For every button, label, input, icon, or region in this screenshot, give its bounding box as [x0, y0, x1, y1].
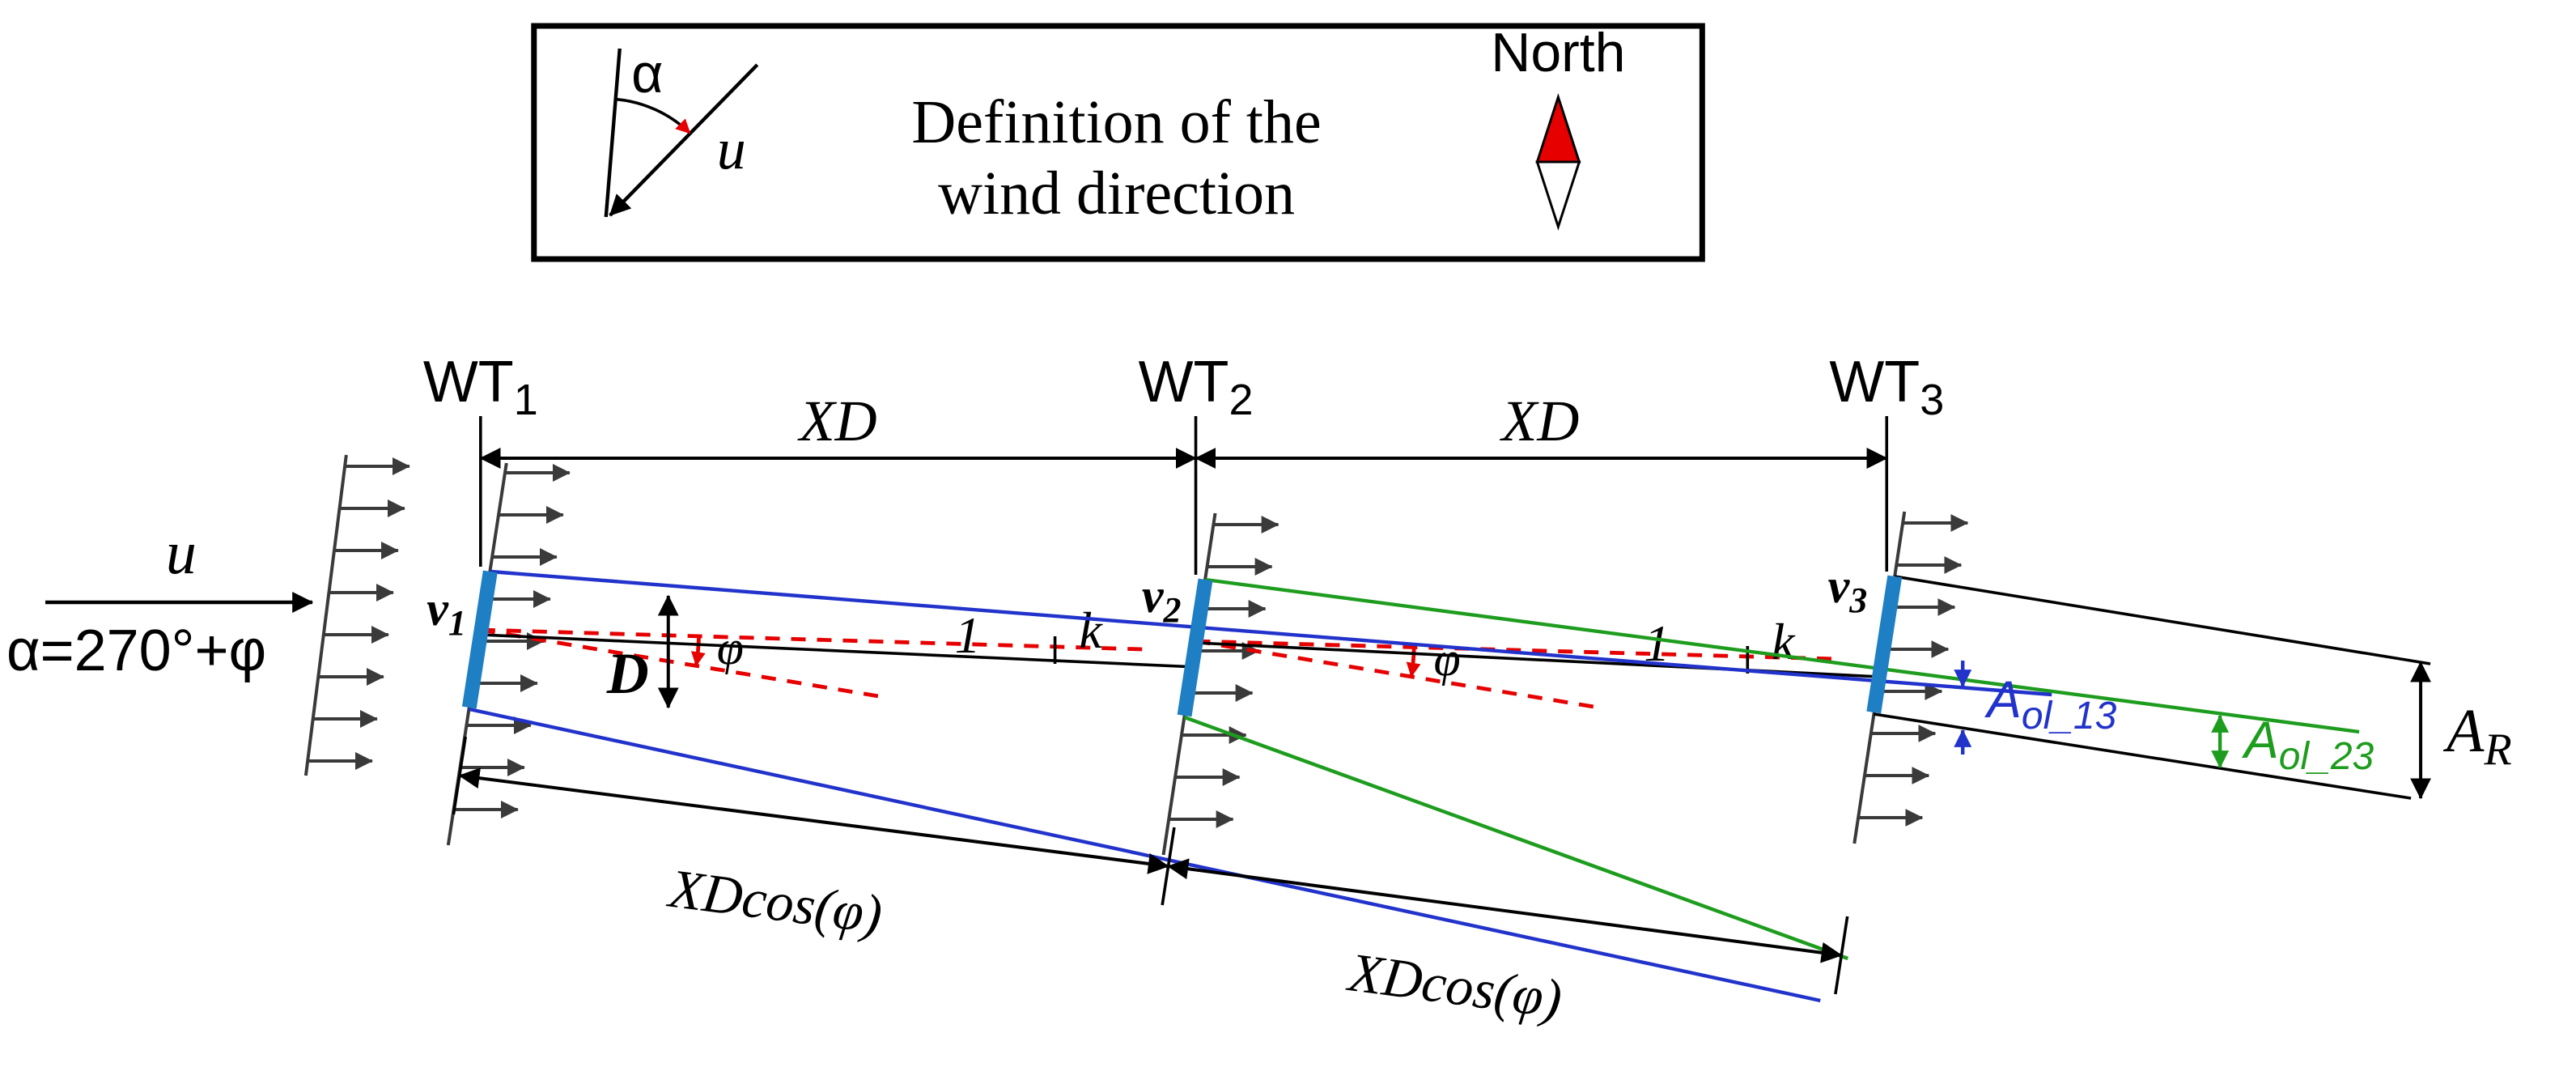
v2-main: v — [1142, 569, 1165, 623]
ar-label: AR — [2442, 697, 2512, 775]
xdcos-12-dimension-line — [458, 767, 1169, 874]
wt1-label-main: WT — [423, 350, 514, 414]
wt2-label-sub: 2 — [1229, 376, 1253, 424]
inflow-u-label: u — [166, 519, 197, 587]
wt2-wake-top-edge — [1205, 577, 2360, 734]
v3-main: v — [1828, 559, 1851, 613]
ar-main: A — [2442, 697, 2485, 765]
xdcos-12-label: XDcos(φ) — [664, 857, 886, 945]
wt1-label: WT1 — [423, 350, 538, 424]
aol13-main: A — [1984, 670, 2022, 729]
wind-axis-dashed-line — [1195, 639, 1837, 661]
overlap-aol23: Aol_23 — [2211, 711, 2374, 778]
wt1-wake-top-edge — [490, 569, 2052, 697]
wt1-label-sub: 1 — [514, 376, 538, 424]
compass-needle-icon — [1535, 93, 1581, 231]
inflow-annotation: u α=270°+φ — [6, 519, 314, 683]
alpha-angle-arc — [615, 97, 691, 135]
rotor-axis-dashed-line — [1195, 639, 1599, 710]
alpha-symbol: α — [631, 43, 663, 104]
ar-sub: R — [2483, 725, 2511, 775]
aol23-label: Aol_23 — [2241, 711, 2374, 778]
aol23-sub: ol_23 — [2279, 735, 2374, 778]
k-label: k — [1079, 602, 1103, 659]
k-label: k — [1772, 613, 1796, 670]
rotor-band-top-line — [1894, 575, 2431, 665]
aol13-sub: ol_13 — [2022, 695, 2117, 738]
compass-needle-south-half — [1535, 160, 1581, 231]
xd-23-label: XD — [1499, 389, 1579, 453]
xdcos-23-label: XDcos(φ) — [1343, 941, 1566, 1030]
wake-centerline — [480, 633, 1198, 669]
compass-needle-north-half — [1535, 93, 1581, 164]
unit-distance-label: 1 — [955, 606, 981, 664]
xdcos-23-dimension-line — [1167, 858, 1843, 963]
wt1-rotor — [461, 570, 498, 709]
wind-field-upstream — [303, 454, 410, 776]
wake-wt1-boundaries — [469, 569, 2052, 1003]
wt2-rotor — [1177, 578, 1213, 717]
xd-dimensions: XD XD — [479, 389, 1889, 575]
wt3-rotor-band — [1873, 575, 2431, 800]
phi-arc — [1406, 647, 1421, 678]
legend-u-symbol: u — [717, 117, 746, 181]
wind-axis-dashed-line — [480, 627, 1143, 652]
phi-angle-wt2: φ — [1195, 632, 1837, 710]
v1-sub: 1 — [448, 603, 466, 643]
v1-main: v — [427, 582, 449, 636]
wind-vector-line — [609, 63, 759, 217]
wt3-rotor — [1866, 575, 1903, 714]
phi-arc — [690, 636, 706, 667]
rotor-band-bottom-line — [1873, 712, 2412, 800]
wt2-label: WT2 — [1139, 350, 1254, 424]
v2-sub: 2 — [1163, 590, 1182, 630]
xd-12-label: XD — [797, 389, 877, 453]
phi-angle-wt1: φ — [480, 621, 1143, 700]
phi-23-label: φ — [1433, 632, 1460, 686]
aol23-main: A — [2241, 711, 2279, 769]
wt1-wake-bottom-edge — [469, 707, 1821, 1003]
v2-label: v2 — [1142, 569, 1182, 630]
wt3-label-main: WT — [1829, 350, 1920, 414]
wake-slope-12: 1 k — [480, 602, 1198, 669]
rotor-axis-dashed-line — [480, 627, 889, 700]
wind-front-line — [303, 454, 348, 776]
legend-title-line2: wind direction — [938, 159, 1295, 227]
overlap-aol13: Aol_13 — [1954, 661, 2117, 755]
v1-label: v1 — [427, 582, 466, 643]
wt2-label-main: WT — [1139, 350, 1229, 414]
legend-box: α u Definition of the wind direction Nor… — [531, 22, 1705, 262]
wt3-label-sub: 3 — [1920, 376, 1944, 424]
legend-border — [531, 23, 1705, 262]
rotor-area-annotation: AR — [2410, 661, 2512, 800]
v3-sub: 3 — [1848, 580, 1867, 620]
alpha-equation-label: α=270°+φ — [6, 619, 266, 683]
north-reference-line — [604, 48, 622, 218]
diameter-dimension: D — [606, 594, 679, 709]
north-label: North — [1491, 22, 1625, 83]
wind-field-wt2 — [1161, 512, 1279, 856]
aol13-label: Aol_13 — [1984, 670, 2116, 738]
diameter-label: D — [606, 641, 649, 706]
wt3-label: WT3 — [1829, 350, 1944, 424]
wt2-wake-bottom-edge — [1183, 715, 1849, 961]
legend-title-line1: Definition of the — [911, 88, 1321, 156]
v3-label: v3 — [1828, 559, 1868, 620]
